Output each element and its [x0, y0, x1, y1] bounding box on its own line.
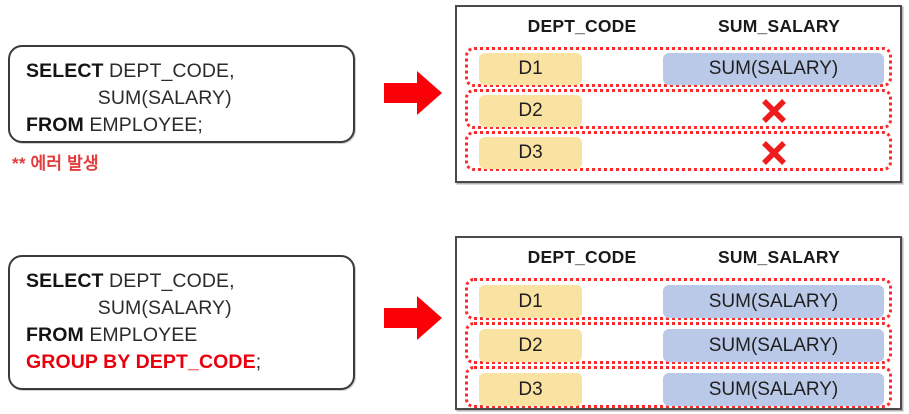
cell-dept-code: D2: [479, 95, 582, 127]
column-header-sum-salary: SUM_SALARY: [718, 16, 840, 36]
column-header-dept-code: DEPT_CODE: [527, 247, 637, 267]
sql-from-table: EMPLOYEE: [83, 324, 198, 346]
cell-dept-code: D1: [479, 53, 582, 85]
cell-dept-code: D2: [479, 329, 582, 362]
table-row: D2: [465, 89, 892, 129]
result-table-with-group-by: DEPT_CODE SUM_SALARY D1 SUM(SALARY) D2 S…: [455, 236, 902, 410]
sql-aggregate-expression: SUM(SALARY): [26, 87, 232, 109]
table-row: D2 SUM(SALARY): [465, 322, 892, 364]
sql-keyword-from: FROM: [26, 324, 84, 346]
sql-keyword-select: SELECT: [26, 270, 104, 292]
table-row: D1 SUM(SALARY): [465, 47, 892, 87]
sql-line-sum-salary: SUM(SALARY): [26, 85, 353, 112]
sql-line-select: SELECT DEPT_CODE,: [26, 58, 353, 85]
sql-keyword-from: FROM: [26, 114, 84, 136]
sql-line-sum-salary: SUM(SALARY): [26, 295, 353, 322]
table-header-row: DEPT_CODE SUM_SALARY: [457, 238, 900, 278]
sql-code-block: SELECT DEPT_CODE, SUM(SALARY) FROM EMPLO…: [10, 257, 353, 376]
cell-dept-code: D1: [479, 285, 582, 318]
cell-sum-salary-error: [663, 95, 884, 127]
sql-statement-terminator: ;: [255, 351, 262, 373]
cell-dept-code: D3: [479, 373, 582, 406]
result-table-without-group-by: DEPT_CODE SUM_SALARY D1 SUM(SALARY) D2 D…: [455, 5, 902, 183]
column-header-sum-salary: SUM_SALARY: [718, 247, 840, 267]
right-arrow-icon: [384, 71, 442, 115]
sql-line-from: FROM EMPLOYEE: [26, 322, 353, 349]
table-header-row: DEPT_CODE SUM_SALARY: [457, 7, 900, 47]
table-row: D3 SUM(SALARY): [465, 366, 892, 408]
sql-code-block: SELECT DEPT_CODE, SUM(SALARY) FROM EMPLO…: [10, 47, 353, 139]
x-mark-icon: [761, 141, 786, 165]
table-row: D3: [465, 131, 892, 171]
sql-line-group-by: GROUP BY DEPT_CODE;: [26, 349, 353, 376]
sql-from-table: EMPLOYEE;: [83, 114, 203, 136]
table-body: D1 SUM(SALARY) D2 D3: [457, 47, 900, 171]
right-arrow-icon: [384, 296, 442, 340]
sql-statement-box-without-group-by: SELECT DEPT_CODE, SUM(SALARY) FROM EMPLO…: [8, 45, 355, 143]
error-note-label: ** 에러 발생: [12, 154, 99, 173]
sql-statement-box-with-group-by: SELECT DEPT_CODE, SUM(SALARY) FROM EMPLO…: [8, 255, 355, 390]
cell-sum-salary: SUM(SALARY): [663, 53, 884, 85]
cell-dept-code: D3: [479, 137, 582, 169]
sql-select-columns: DEPT_CODE,: [103, 270, 235, 292]
sql-select-columns: DEPT_CODE,: [103, 60, 235, 82]
cell-sum-salary-error: [663, 137, 884, 169]
table-body: D1 SUM(SALARY) D2 SUM(SALARY) D3 SUM(SAL…: [457, 278, 900, 408]
column-header-dept-code: DEPT_CODE: [527, 16, 637, 36]
sql-keyword-group-by: GROUP BY DEPT_CODE: [26, 351, 256, 373]
sql-keyword-select: SELECT: [26, 60, 104, 82]
x-mark-icon: [761, 99, 786, 123]
cell-sum-salary: SUM(SALARY): [663, 373, 884, 406]
sql-aggregate-expression: SUM(SALARY): [26, 297, 232, 319]
sql-line-from: FROM EMPLOYEE;: [26, 112, 353, 139]
table-row: D1 SUM(SALARY): [465, 278, 892, 320]
cell-sum-salary: SUM(SALARY): [663, 285, 884, 318]
cell-sum-salary: SUM(SALARY): [663, 329, 884, 362]
sql-line-select: SELECT DEPT_CODE,: [26, 268, 353, 295]
